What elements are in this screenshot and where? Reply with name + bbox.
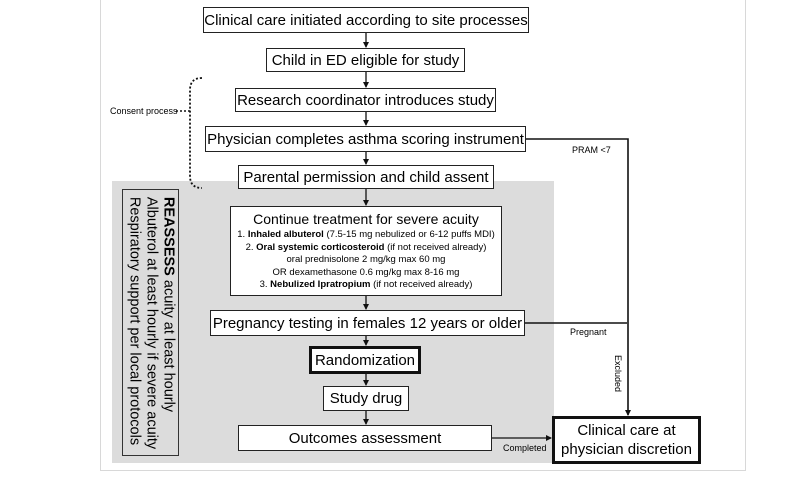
physician-scoring-text: Physician completes asthma scoring instr…	[207, 130, 524, 148]
parental-permission-text: Parental permission and child assent	[243, 168, 489, 186]
arrow-pram-exit	[526, 138, 631, 416]
pregnancy-testing-text: Pregnancy testing in females 12 years or…	[212, 314, 523, 332]
clinical-care-discretion-line1: Clinical care at	[577, 422, 676, 439]
outcomes-assessment-box: Outcomes assessment	[238, 425, 492, 451]
treatment-line-3: oral prednisolone 2 mg/kg max 60 mg	[286, 254, 446, 265]
study-drug-box: Study drug	[323, 386, 409, 411]
treatment-line-1: 1. Inhaled albuterol (7.5-15 mg nebulize…	[237, 229, 495, 240]
study-drug-text: Study drug	[329, 390, 403, 407]
treatment-line-2: 2. Oral systemic corticosteroid (if not …	[245, 241, 487, 253]
clinical-care-initiated-box: Clinical care initiated according to sit…	[203, 7, 529, 33]
pram-label: PRAM <7	[572, 145, 611, 155]
parental-permission-box: Parental permission and child assent	[238, 165, 494, 189]
research-coordinator-text: Research coordinator introduces study	[237, 91, 494, 109]
research-coordinator-box: Research coordinator introduces study	[235, 88, 496, 112]
completed-label: Completed	[503, 443, 547, 453]
pregnancy-testing-box: Pregnancy testing in females 12 years or…	[210, 310, 525, 336]
child-in-ed-text: Child in ED eligible for study	[271, 51, 460, 69]
frame-right-border	[745, 0, 746, 470]
clinical-care-initiated-text: Clinical care initiated according to sit…	[204, 11, 528, 29]
treatment-line-5: 3. Nebulized Ipratropium (if not receive…	[259, 279, 473, 290]
treatment-line-4: OR dexamethasone 0.6 mg/kg max 8-16 mg	[272, 266, 460, 278]
frame-left-border	[100, 0, 101, 470]
continue-treatment-box: Continue treatment for severe acuity 1. …	[230, 206, 502, 296]
pregnant-label: Pregnant	[570, 327, 607, 337]
reassess-box: REASSESS acuity at least hourly Albutero…	[122, 189, 179, 456]
consent-process-label: Consent process	[110, 106, 178, 116]
consent-bracket	[189, 77, 203, 189]
child-in-ed-box: Child in ED eligible for study	[266, 48, 465, 72]
randomization-box: Randomization	[309, 346, 421, 374]
clinical-care-discretion-line2: physician discretion	[561, 441, 692, 458]
physician-scoring-box: Physician completes asthma scoring instr…	[205, 126, 526, 152]
randomization-text: Randomization	[314, 351, 416, 369]
frame-bottom-border	[100, 470, 746, 471]
clinical-care-discretion-box: Clinical care at physician discretion	[552, 416, 701, 464]
outcomes-assessment-text: Outcomes assessment	[288, 429, 442, 447]
continue-treatment-title: Continue treatment for severe acuity	[253, 211, 479, 227]
